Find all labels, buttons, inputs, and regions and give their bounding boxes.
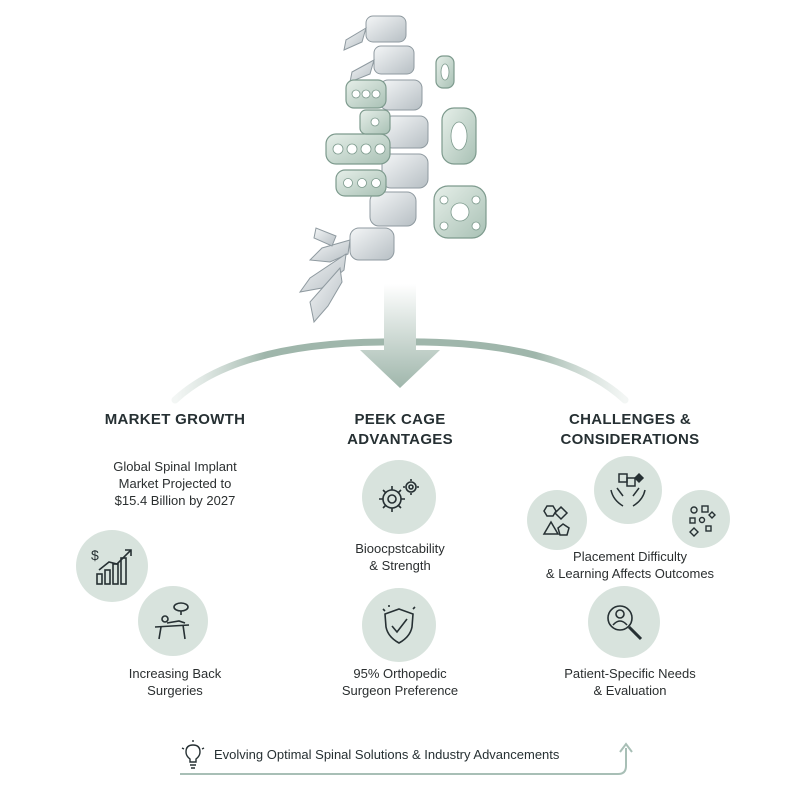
shield-circle <box>362 588 436 662</box>
placement-difficulty-label: Placement Difficulty & Learning Affects … <box>530 548 730 582</box>
hands-puzzle-icon <box>610 472 646 507</box>
svg-text:$: $ <box>91 547 99 563</box>
biocompatibility-line: & Strength <box>369 558 431 573</box>
patient-needs-label: Patient-Specific Needs & Evaluation <box>535 665 725 699</box>
shapes-circle <box>527 490 587 550</box>
footer-text: Evolving Optimal Spinal Solutions & Indu… <box>214 747 560 762</box>
hands-circle <box>594 456 662 524</box>
lightbulb-badge <box>180 740 206 770</box>
gears-icon <box>379 479 419 512</box>
surgeon-preference-line: 95% Orthopedic <box>353 666 447 681</box>
back-surgeries-line: Surgeries <box>147 683 203 698</box>
peek-advantages-title: PEEK CAGE ADVANTAGES <box>320 410 480 450</box>
patient-needs-line: & Evaluation <box>593 683 667 698</box>
magnifier-person-icon <box>607 605 643 641</box>
geometric-shapes-icon <box>542 505 570 536</box>
back-surgeries-label: Increasing Back Surgeries <box>95 665 255 699</box>
footer-frame <box>180 742 633 775</box>
market-stat-line: Market Projected to <box>118 476 232 491</box>
scattered-squares-icon <box>689 505 716 537</box>
growth-chart-circle: $ <box>76 530 148 602</box>
peek-title-line: PEEK CAGE <box>354 411 446 428</box>
market-stat-line: Global Spinal Implant <box>113 459 237 474</box>
surgeon-preference-label: 95% Orthopedic Surgeon Preference <box>310 665 490 699</box>
challenges-title-line: CONSIDERATIONS <box>560 431 700 448</box>
placement-difficulty-line: Placement Difficulty <box>573 549 687 564</box>
market-stat-line: $15.4 Billion by 2027 <box>114 493 236 508</box>
shield-check-icon <box>382 605 416 644</box>
surgeon-preference-line: Surgeon Preference <box>341 683 459 698</box>
challenges-title-line: CHALLENGES & <box>569 411 691 428</box>
vertebrae <box>298 15 429 324</box>
patient-needs-line: Patient-Specific Needs <box>564 666 696 681</box>
surgery-circle <box>138 586 208 656</box>
search-circle <box>588 586 660 658</box>
gears-circle <box>362 460 436 534</box>
market-growth-title: MARKET GROWTH <box>104 411 246 428</box>
market-stat: Global Spinal Implant Market Projected t… <box>80 458 270 509</box>
challenges-title: CHALLENGES & CONSIDERATIONS <box>540 410 720 450</box>
peek-title-line: ADVANTAGES <box>347 431 453 448</box>
biocompatibility-line: Bioocpstcability <box>355 541 445 556</box>
back-surgeries-line: Increasing Back <box>128 666 222 681</box>
biocompatibility-label: Bioocpstcability & Strength <box>320 540 480 574</box>
down-arrow <box>360 284 440 388</box>
lightbulb-icon <box>181 740 205 769</box>
scattered-circle <box>672 490 730 548</box>
spine-illustration <box>298 15 487 324</box>
cage-holes <box>332 63 481 231</box>
surgery-table-icon <box>154 602 190 640</box>
placement-difficulty-line: & Learning Affects Outcomes <box>545 566 715 581</box>
flow-arc <box>171 284 629 404</box>
dollar-chart-icon: $ <box>91 547 132 585</box>
